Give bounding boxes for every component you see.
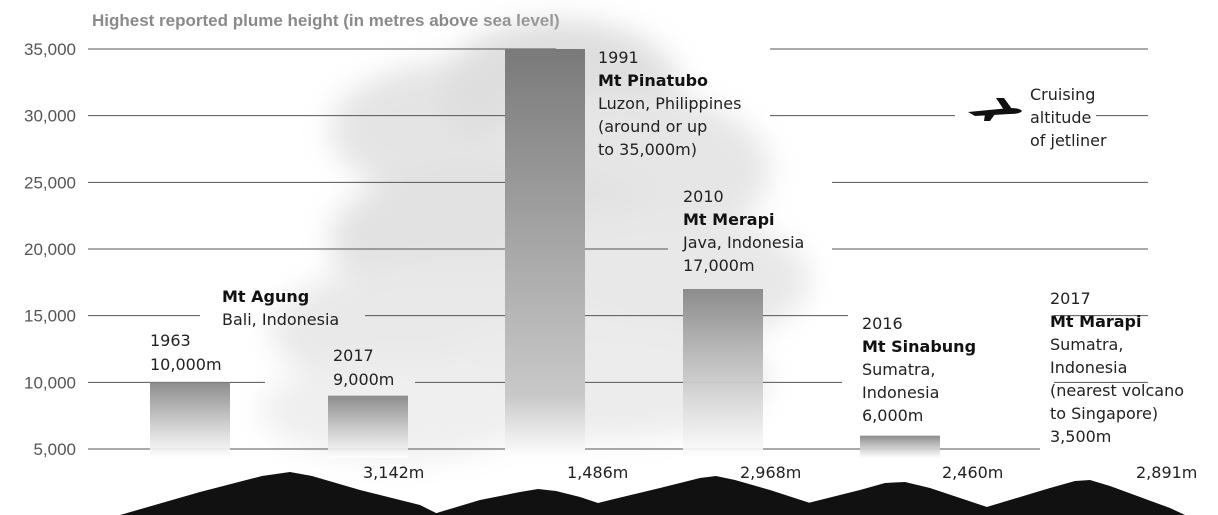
bar-label-height: 6,000m [862,406,923,425]
annotation-text: of jetliner [1030,131,1107,150]
bar-label-name: Mt Marapi [1050,312,1141,331]
mountains [120,472,1185,515]
bar-label-name: Mt Sinabung [862,337,976,356]
mountain-4 [760,482,1000,515]
bar-label-year: 1991 [598,48,639,67]
bar-label-note: (nearest volcano [1050,381,1184,400]
bar-mt-agung [328,395,408,458]
summit-label: 2,460m [942,463,1003,482]
bar-label-year: 2017 [333,346,374,365]
annotation-text: Cruising [1030,85,1095,104]
bar-label-location: Sumatra, [862,360,935,379]
labels: 1963 10,000m Mt Agung Bali, Indonesia 20… [150,48,1197,482]
y-tick-label: 30,000 [24,107,76,126]
bar-mt-agung [150,382,230,458]
summit-label: 1,486m [567,463,628,482]
bar-label-location: Indonesia [862,383,939,402]
y-tick-label: 25,000 [24,173,76,192]
summit-label: 2,968m [740,463,801,482]
y-tick-label: 5,000 [33,440,76,459]
airplane-icon [968,98,1022,121]
summit-label: 2,891m [1136,463,1197,482]
chart-title: Highest reported plume height (in metres… [92,11,560,30]
y-tick-label: 35,000 [24,40,76,59]
bar-label-name: Mt Merapi [683,210,775,229]
bar-mt-merapi [683,289,763,458]
bar-label-height: 3,500m [1050,427,1111,446]
mountain-5 [960,480,1185,515]
bar-label-note: to Singapore) [1050,404,1158,423]
bar-label-note: (around or up [598,117,707,136]
bar-label-location: Luzon, Philippines [598,94,741,113]
bar-mt-sinabung [860,435,940,458]
bar-label-year: 2010 [683,187,724,206]
bar-label-year: 2016 [862,314,903,333]
bar-label-height: 10,000m [150,355,222,374]
y-tick-label: 20,000 [24,240,76,259]
bar-label-name: Mt Pinatubo [598,71,708,90]
y-tick-label: 15,000 [24,307,76,326]
y-axis-ticks: 5,000 10,000 15,000 20,000 25,000 30,000 35,00… [24,40,76,459]
bar-label-height: 17,000m [683,256,755,275]
bar-mt-pinatubo [505,49,585,458]
bar-label-location: Java, Indonesia [682,233,804,252]
bar-label-location: Indonesia [1050,358,1127,377]
bars [150,49,940,458]
annotation-text: altitude [1030,108,1091,127]
bar-label-note: to 35,000m) [598,140,697,159]
mountain-1 [120,472,440,515]
mountain-3 [550,476,840,515]
bar-label-height: 9,000m [333,370,394,389]
bar-label-name: Mt Agung [222,287,309,306]
summit-label: 3,142m [363,463,424,482]
bar-label-year: 2017 [1050,289,1091,308]
bar-label-location: Sumatra, [1050,335,1123,354]
bar-label-location: Bali, Indonesia [222,310,339,329]
bar-label-year: 1963 [150,331,191,350]
y-tick-label: 10,000 [24,373,76,392]
